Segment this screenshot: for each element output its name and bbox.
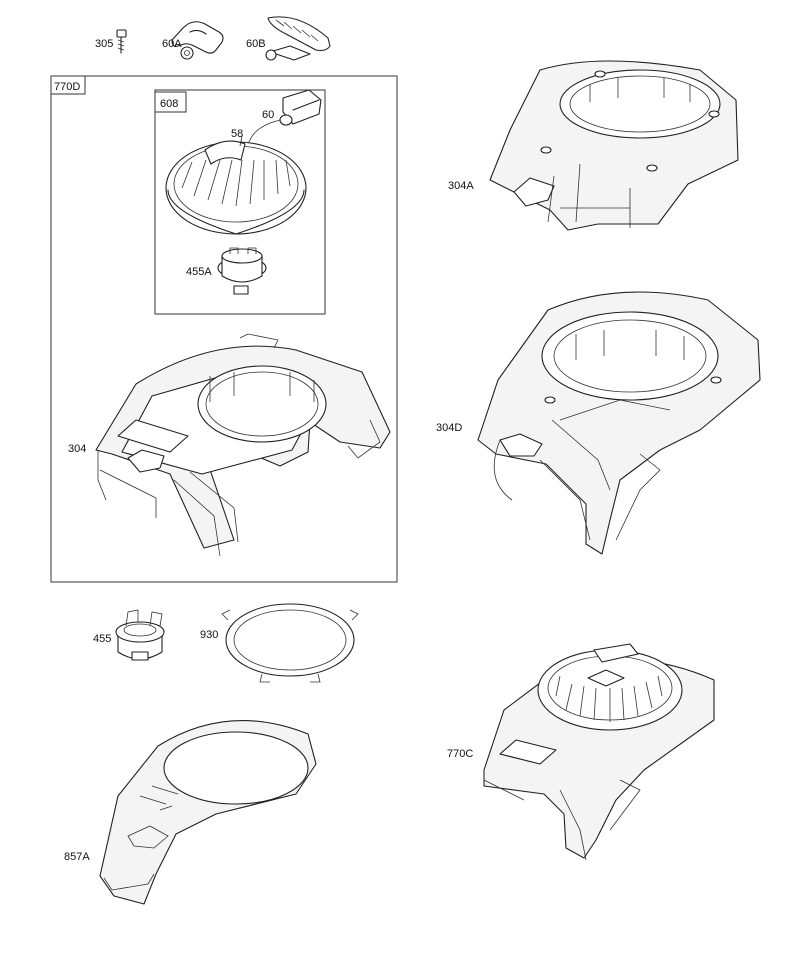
part-label-930: 930 — [200, 629, 218, 641]
part-label-60b: 60B — [246, 38, 266, 50]
screw-305-drawing — [116, 29, 127, 54]
shroud-857a-drawing — [99, 720, 317, 905]
part-label-304: 304 — [68, 443, 86, 455]
part-label-58: 58 — [231, 128, 243, 140]
kit-608-frame — [154, 89, 326, 315]
part-label-770c: 770C — [447, 748, 473, 760]
part-label-455: 455 — [93, 633, 111, 645]
kit-770d-frame — [50, 75, 398, 583]
gasket-930-drawing — [221, 603, 359, 683]
blower-housing-304d-drawing — [477, 291, 761, 555]
part-label-305: 305 — [95, 38, 113, 50]
part-label-455a: 455A — [186, 266, 212, 278]
starter-handle-60b-drawing — [265, 16, 331, 61]
ratchet-455a-drawing — [217, 247, 267, 295]
starter-handle-60-drawing — [239, 89, 322, 149]
part-label-60a: 60A — [162, 38, 182, 50]
rewind-starter-58-drawing — [165, 140, 307, 235]
kit-770d-tag — [50, 75, 86, 95]
ratchet-455-drawing — [115, 609, 165, 661]
kit-608-tag — [154, 91, 187, 113]
leader-58 — [239, 135, 243, 147]
part-label-304d: 304D — [436, 422, 462, 434]
blower-housing-304a-drawing — [489, 60, 739, 231]
part-label-304a: 304A — [448, 180, 474, 192]
part-label-857a: 857A — [64, 851, 90, 863]
part-label-60: 60 — [262, 109, 274, 121]
kit-770d-label: 770D — [54, 81, 80, 93]
blower-housing-304-drawing — [95, 333, 391, 557]
starter-handle-60a-drawing — [171, 21, 224, 60]
kit-608-label: 608 — [160, 98, 178, 110]
blower-housing-770c-drawing — [483, 643, 715, 861]
